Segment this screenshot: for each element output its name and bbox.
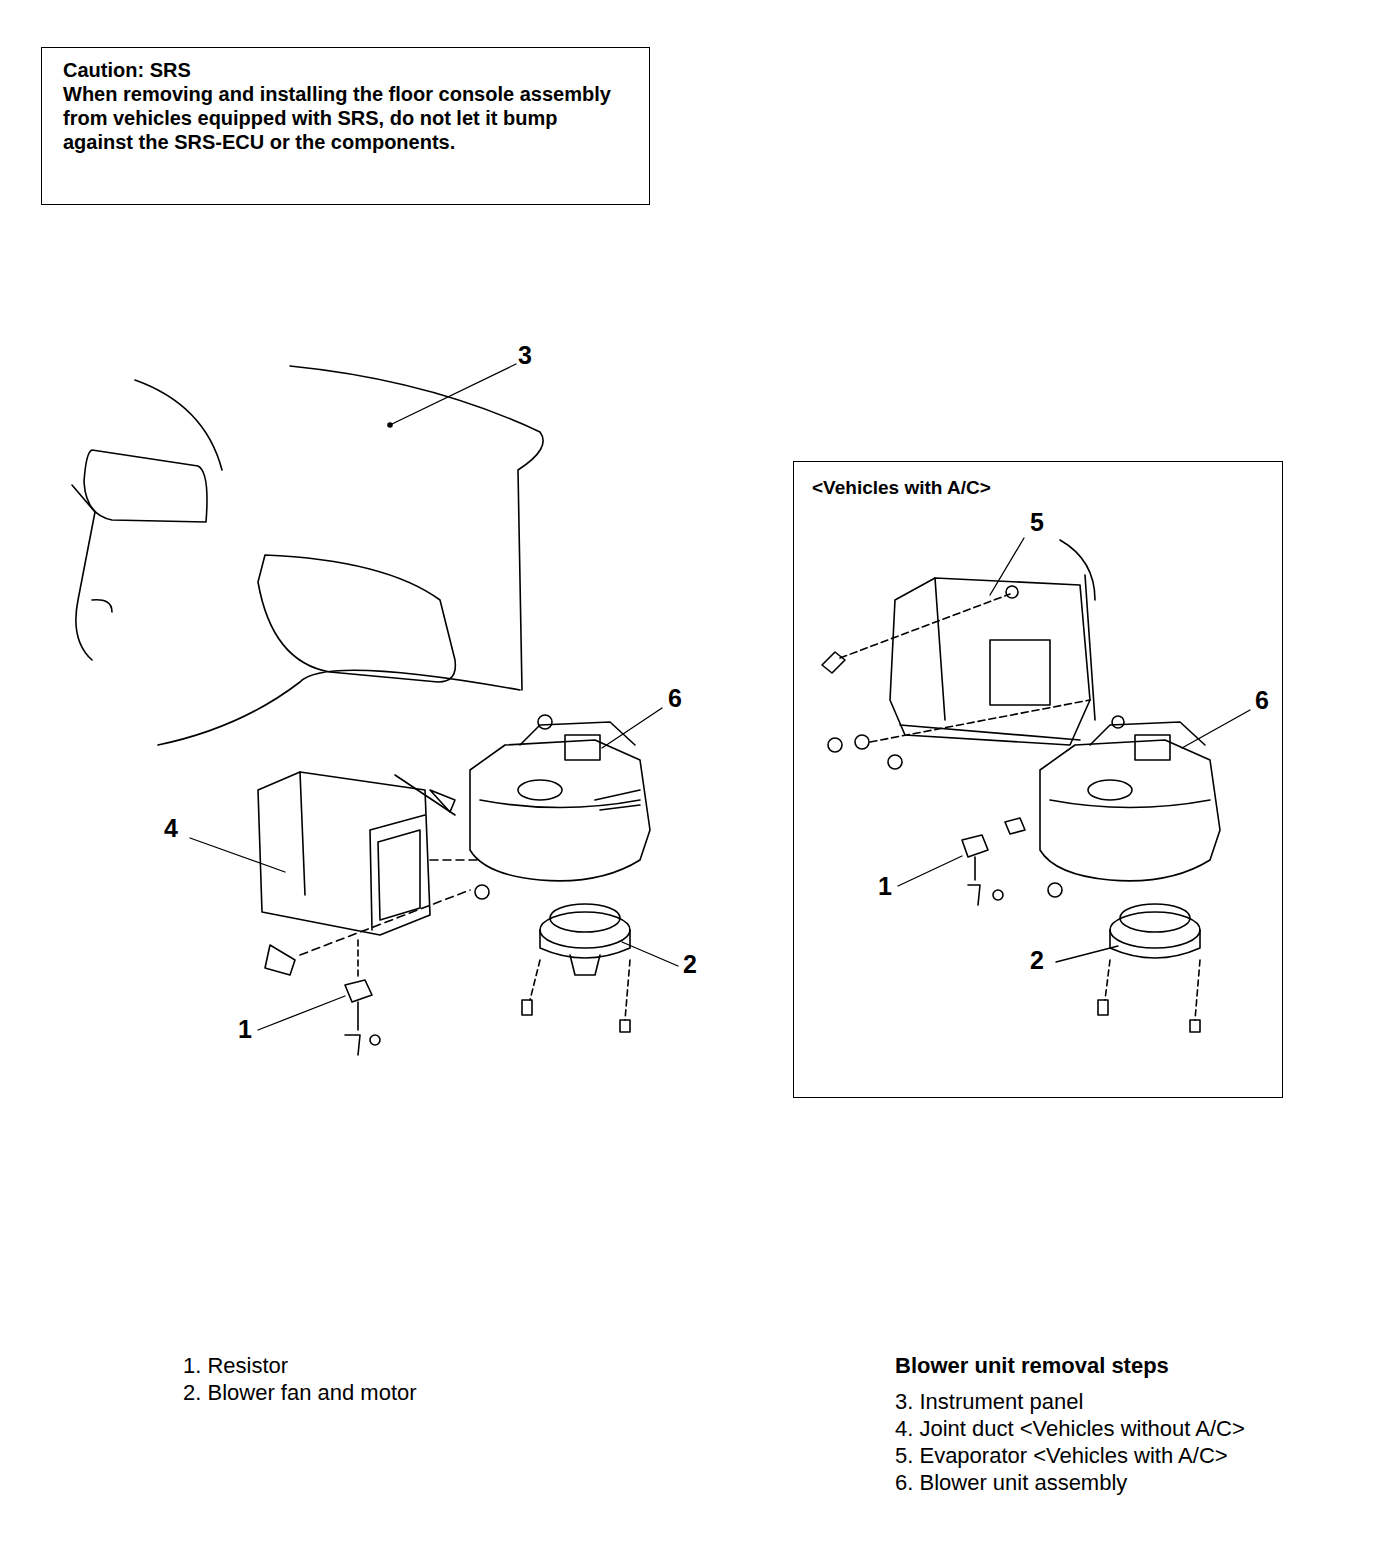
inset-illustration-part (900, 725, 1080, 740)
instrument-panel-part (290, 366, 543, 690)
removal-step: 6. Blower unit assembly (895, 1470, 1127, 1496)
blower-unit-part (480, 800, 640, 808)
inset-illustration-part (1120, 904, 1190, 932)
inset-illustration-part (890, 578, 1090, 745)
blower-unit-part (370, 1035, 380, 1045)
inset-illustration-part (1135, 735, 1170, 760)
part-name: 2. Blower fan and motor (183, 1380, 417, 1406)
leader-line-part (1182, 710, 1250, 748)
instrument-panel-part (158, 670, 520, 745)
steps-heading: Blower unit removal steps (895, 1353, 1169, 1379)
inset-illustration-part (1112, 716, 1124, 728)
inset-illustration-part (840, 594, 1010, 658)
blower-unit-part (300, 772, 425, 930)
leader-line-part (258, 996, 345, 1030)
inset-illustration-part (870, 700, 1090, 742)
instrument-panel-part (135, 380, 222, 470)
callout-number: 4 (164, 814, 178, 843)
callout-number: 1 (878, 872, 892, 901)
leader-line-part (1056, 946, 1118, 962)
removal-step: 4. Joint duct <Vehicles without A/C> (895, 1416, 1245, 1442)
blower-unit-part (475, 885, 489, 899)
caution-box: Caution: SRSWhen removing and installing… (41, 47, 650, 205)
inset-illustration-part (1005, 818, 1025, 834)
blower-unit-part (345, 1002, 360, 1055)
inset-illustration-part (1060, 540, 1095, 720)
blower-unit-part (550, 904, 620, 932)
blower-unit-part (540, 912, 630, 948)
blower-unit-part (345, 980, 372, 1002)
leader-line-part (190, 838, 285, 872)
blower-unit-part (565, 735, 600, 760)
callout-number: 5 (1030, 508, 1044, 537)
caution-heading: Caution: SRS (63, 58, 629, 82)
blower-unit-part (258, 772, 430, 935)
instrument-panel-part (92, 600, 112, 612)
inset-illustration (822, 540, 1220, 1032)
blower-unit-part (470, 740, 650, 881)
callout-number: 3 (518, 341, 532, 370)
callout-number: 2 (1030, 946, 1044, 975)
inset-illustration-part (1040, 740, 1220, 881)
inset-illustration-part (888, 755, 902, 769)
blower-unit-part (395, 775, 455, 815)
instrument-panel-part (84, 450, 207, 522)
inset-illustration-part (1110, 912, 1200, 948)
blower-unit-part (540, 930, 630, 958)
blower-unit-part (530, 960, 630, 1020)
inset-illustration-part (828, 738, 842, 752)
blower-unit-part (378, 830, 420, 920)
part-name: 1. Resistor (183, 1353, 288, 1379)
callout-number: 6 (1255, 686, 1269, 715)
instrument-panel-part (388, 423, 392, 427)
caution-text: When removing and installing the floor c… (63, 82, 629, 154)
inset-illustration-part (993, 890, 1003, 900)
callout-number: 2 (683, 950, 697, 979)
inset-illustration-part (1090, 722, 1205, 745)
inset-illustration-part (1110, 930, 1200, 958)
inset-illustration-part (1088, 780, 1132, 800)
blower-unit-part (570, 955, 600, 975)
inset-illustration-part (962, 835, 988, 857)
blower-unit-part (538, 715, 552, 729)
inset-illustration-part (1048, 883, 1062, 897)
inset-illustration-part (935, 578, 1050, 720)
instrument-panel-part (72, 485, 95, 660)
inset-illustration-part (1105, 960, 1200, 1020)
inset-illustration-part (855, 735, 869, 749)
leader-line-part (392, 364, 516, 424)
inset-illustration-part (1006, 586, 1018, 598)
blower-unit (258, 715, 650, 1055)
leader-line (190, 364, 1250, 1030)
instrument-panel-part (258, 555, 455, 682)
inset-box: <Vehicles with A/C> (793, 461, 1283, 1098)
removal-step: 3. Instrument panel (895, 1389, 1083, 1415)
inset-illustration-part (1098, 1000, 1200, 1032)
blower-unit-part (300, 890, 470, 955)
leader-line-part (990, 538, 1024, 595)
callout-number: 1 (238, 1015, 252, 1044)
blower-unit-part (522, 1000, 630, 1032)
blower-unit-part (430, 859, 480, 861)
instrument-panel (72, 366, 543, 745)
inset-illustration-part (822, 652, 845, 673)
blower-unit-part (520, 722, 635, 745)
inset-illustration-part (1050, 800, 1210, 808)
removal-step: 5. Evaporator <Vehicles with A/C> (895, 1443, 1228, 1469)
blower-unit-part (265, 945, 295, 975)
leader-line-part (898, 856, 962, 886)
blower-unit-part (357, 940, 359, 980)
blower-unit-part (518, 780, 562, 800)
callout-number: 6 (668, 684, 682, 713)
inset-title: <Vehicles with A/C> (812, 476, 1264, 499)
inset-illustration-part (968, 857, 980, 905)
blower-unit-part (595, 790, 640, 810)
